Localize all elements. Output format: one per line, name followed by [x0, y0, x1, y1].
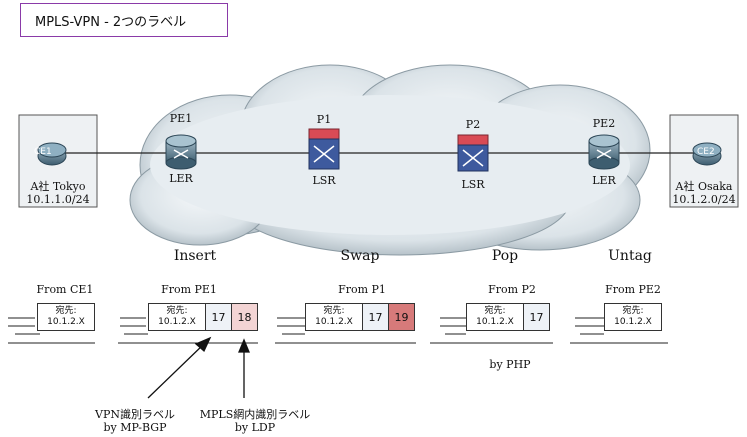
stage-pop: Pop	[491, 248, 519, 264]
vpn-label-cell: 17	[524, 303, 550, 331]
p1-role: LSR	[312, 174, 336, 187]
packet-p1: 宛先: 10.1.2.X 17 19	[305, 303, 415, 331]
right-company: A社 Osaka	[675, 180, 733, 193]
php-note: by PHP	[489, 358, 531, 371]
dest-ip: 10.1.2.X	[614, 317, 652, 327]
right-network: 10.1.2.0/24	[672, 193, 736, 206]
dest-ip: 10.1.2.X	[158, 317, 196, 327]
pe2-name: PE2	[592, 117, 616, 130]
dest-label: 宛先:	[55, 306, 77, 316]
dest-label: 宛先:	[166, 306, 188, 316]
packet-ce1: 宛先: 10.1.2.X	[37, 303, 95, 331]
diagram-title: MPLS-VPN - 2つのラベル	[35, 14, 187, 30]
dest-ip: 10.1.2.X	[47, 317, 85, 327]
vpn-label-cell: 17	[363, 303, 389, 331]
dest-ip: 10.1.2.X	[315, 317, 353, 327]
mpls-label-cell: 18	[232, 303, 258, 331]
annotation-arrows	[147, 336, 250, 399]
packet-lines	[8, 317, 668, 344]
mpls-label-note-line1: MPLS網内識別ラベル	[199, 408, 311, 421]
stage-untag: Untag	[608, 248, 652, 264]
vpn-label-note-line2: by MP-BGP	[103, 421, 167, 434]
dest-label: 宛先:	[323, 306, 345, 316]
packet-dest: 宛先: 10.1.2.X	[305, 303, 363, 331]
p1-name: P1	[316, 113, 332, 126]
vpn-label-cell: 17	[206, 303, 232, 331]
from-ce1: From CE1	[36, 283, 94, 296]
mpls-label-note-line2: by LDP	[234, 421, 276, 434]
title-box: MPLS-VPN - 2つのラベル	[20, 3, 228, 37]
mpls-label-cell: 19	[389, 303, 415, 331]
packet-pe1: 宛先: 10.1.2.X 17 18	[148, 303, 258, 331]
pe2-role: LER	[592, 174, 616, 187]
left-network: 10.1.1.0/24	[26, 193, 90, 206]
packet-dest: 宛先: 10.1.2.X	[604, 303, 662, 331]
packet-pe2: 宛先: 10.1.2.X	[604, 303, 662, 331]
stage-swap: Swap	[340, 248, 380, 264]
ce2-router-icon	[692, 142, 722, 166]
ce1-label: CE1	[34, 147, 52, 157]
p2-role: LSR	[461, 178, 485, 191]
from-p2: From P2	[488, 283, 536, 296]
p2-name: P2	[465, 118, 481, 131]
dest-label: 宛先:	[622, 306, 644, 316]
packet-dest: 宛先: 10.1.2.X	[148, 303, 206, 331]
vpn-label-note-line1: VPN識別ラベル	[95, 408, 175, 421]
p2-switch-icon	[457, 134, 489, 172]
from-pe1: From PE1	[161, 283, 217, 296]
dest-ip: 10.1.2.X	[476, 317, 514, 327]
ce2-label: CE2	[697, 147, 715, 157]
ce1-router-icon	[37, 142, 67, 166]
stage-insert: Insert	[173, 248, 217, 264]
packet-dest: 宛先: 10.1.2.X	[37, 303, 95, 331]
packet-dest: 宛先: 10.1.2.X	[466, 303, 524, 331]
dest-label: 宛先:	[484, 306, 506, 316]
pe1-role: LER	[169, 172, 193, 185]
left-company: A社 Tokyo	[30, 180, 86, 193]
packet-p2: 宛先: 10.1.2.X 17	[466, 303, 550, 331]
pe1-name: PE1	[169, 112, 193, 125]
pe1-router-icon	[165, 134, 197, 170]
p1-switch-icon	[308, 128, 340, 170]
from-pe2: From PE2	[605, 283, 661, 296]
pe2-router-icon	[588, 134, 620, 170]
from-p1: From P1	[338, 283, 386, 296]
